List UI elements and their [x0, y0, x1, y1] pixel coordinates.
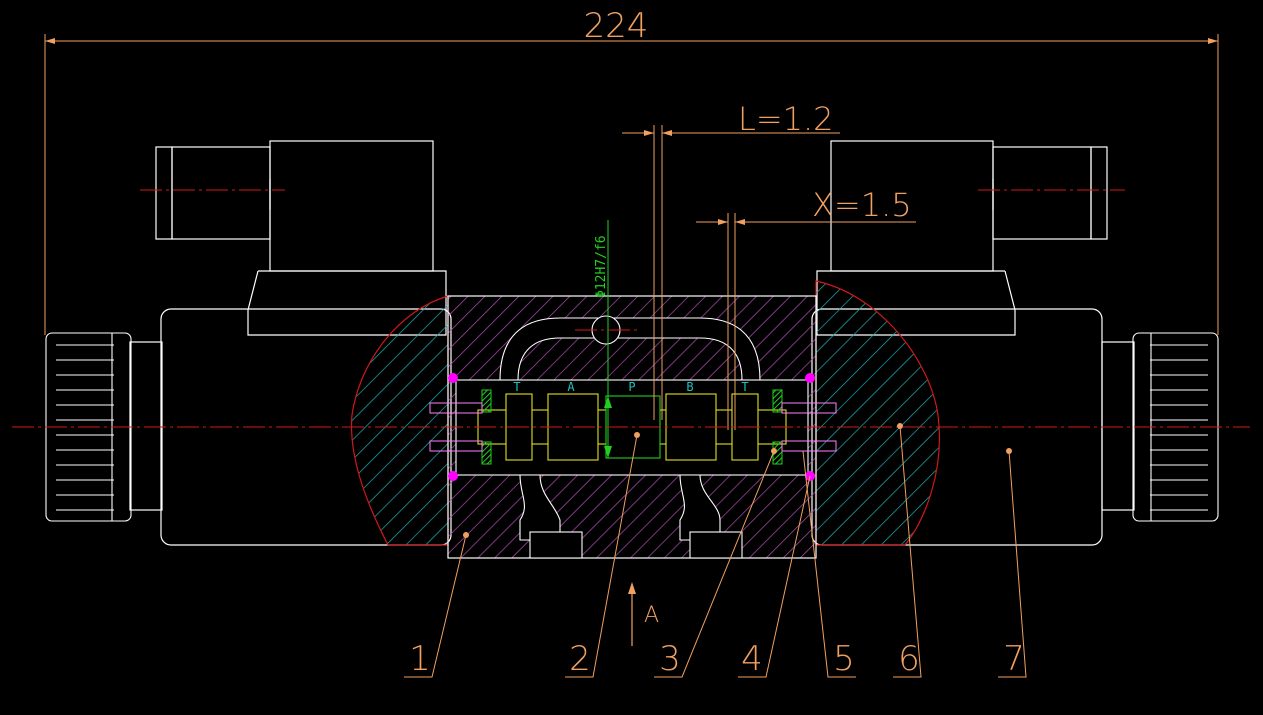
view-arrow [628, 582, 636, 646]
leader-dots [463, 423, 1012, 538]
stroke-label: X=1.5 [812, 186, 912, 224]
balloon-2: 2 [569, 639, 591, 679]
spool-fit-label: Φ12H7/f6 [594, 235, 609, 298]
overall-length-dimension [44, 34, 1219, 335]
view-arrow-label: A [644, 603, 659, 628]
port-t-right: T [741, 380, 748, 394]
right-section-hatch [815, 280, 940, 546]
left-spring [429, 402, 483, 452]
balloon-3: 3 [659, 639, 681, 679]
stroke-dimension [696, 213, 916, 430]
port-t-left: T [513, 380, 520, 394]
overlap-label: L=1.2 [738, 100, 834, 138]
centerlines [12, 189, 1250, 428]
port-p: P [628, 380, 635, 394]
port-a: A [567, 380, 575, 394]
left-section-hatch [350, 295, 449, 546]
balloon-5: 5 [833, 639, 855, 679]
balloon-1: 1 [409, 639, 431, 679]
balloon-6: 6 [898, 639, 920, 679]
balloon-7: 7 [1003, 639, 1025, 679]
right-spring [781, 402, 837, 452]
overall-length-label: 224 [584, 6, 649, 46]
overlap-dimension [622, 125, 840, 420]
balloon-4: 4 [741, 639, 763, 679]
port-b: B [686, 380, 693, 394]
leader-lines [404, 425, 1027, 678]
spool-diameter-arrows [604, 396, 612, 458]
